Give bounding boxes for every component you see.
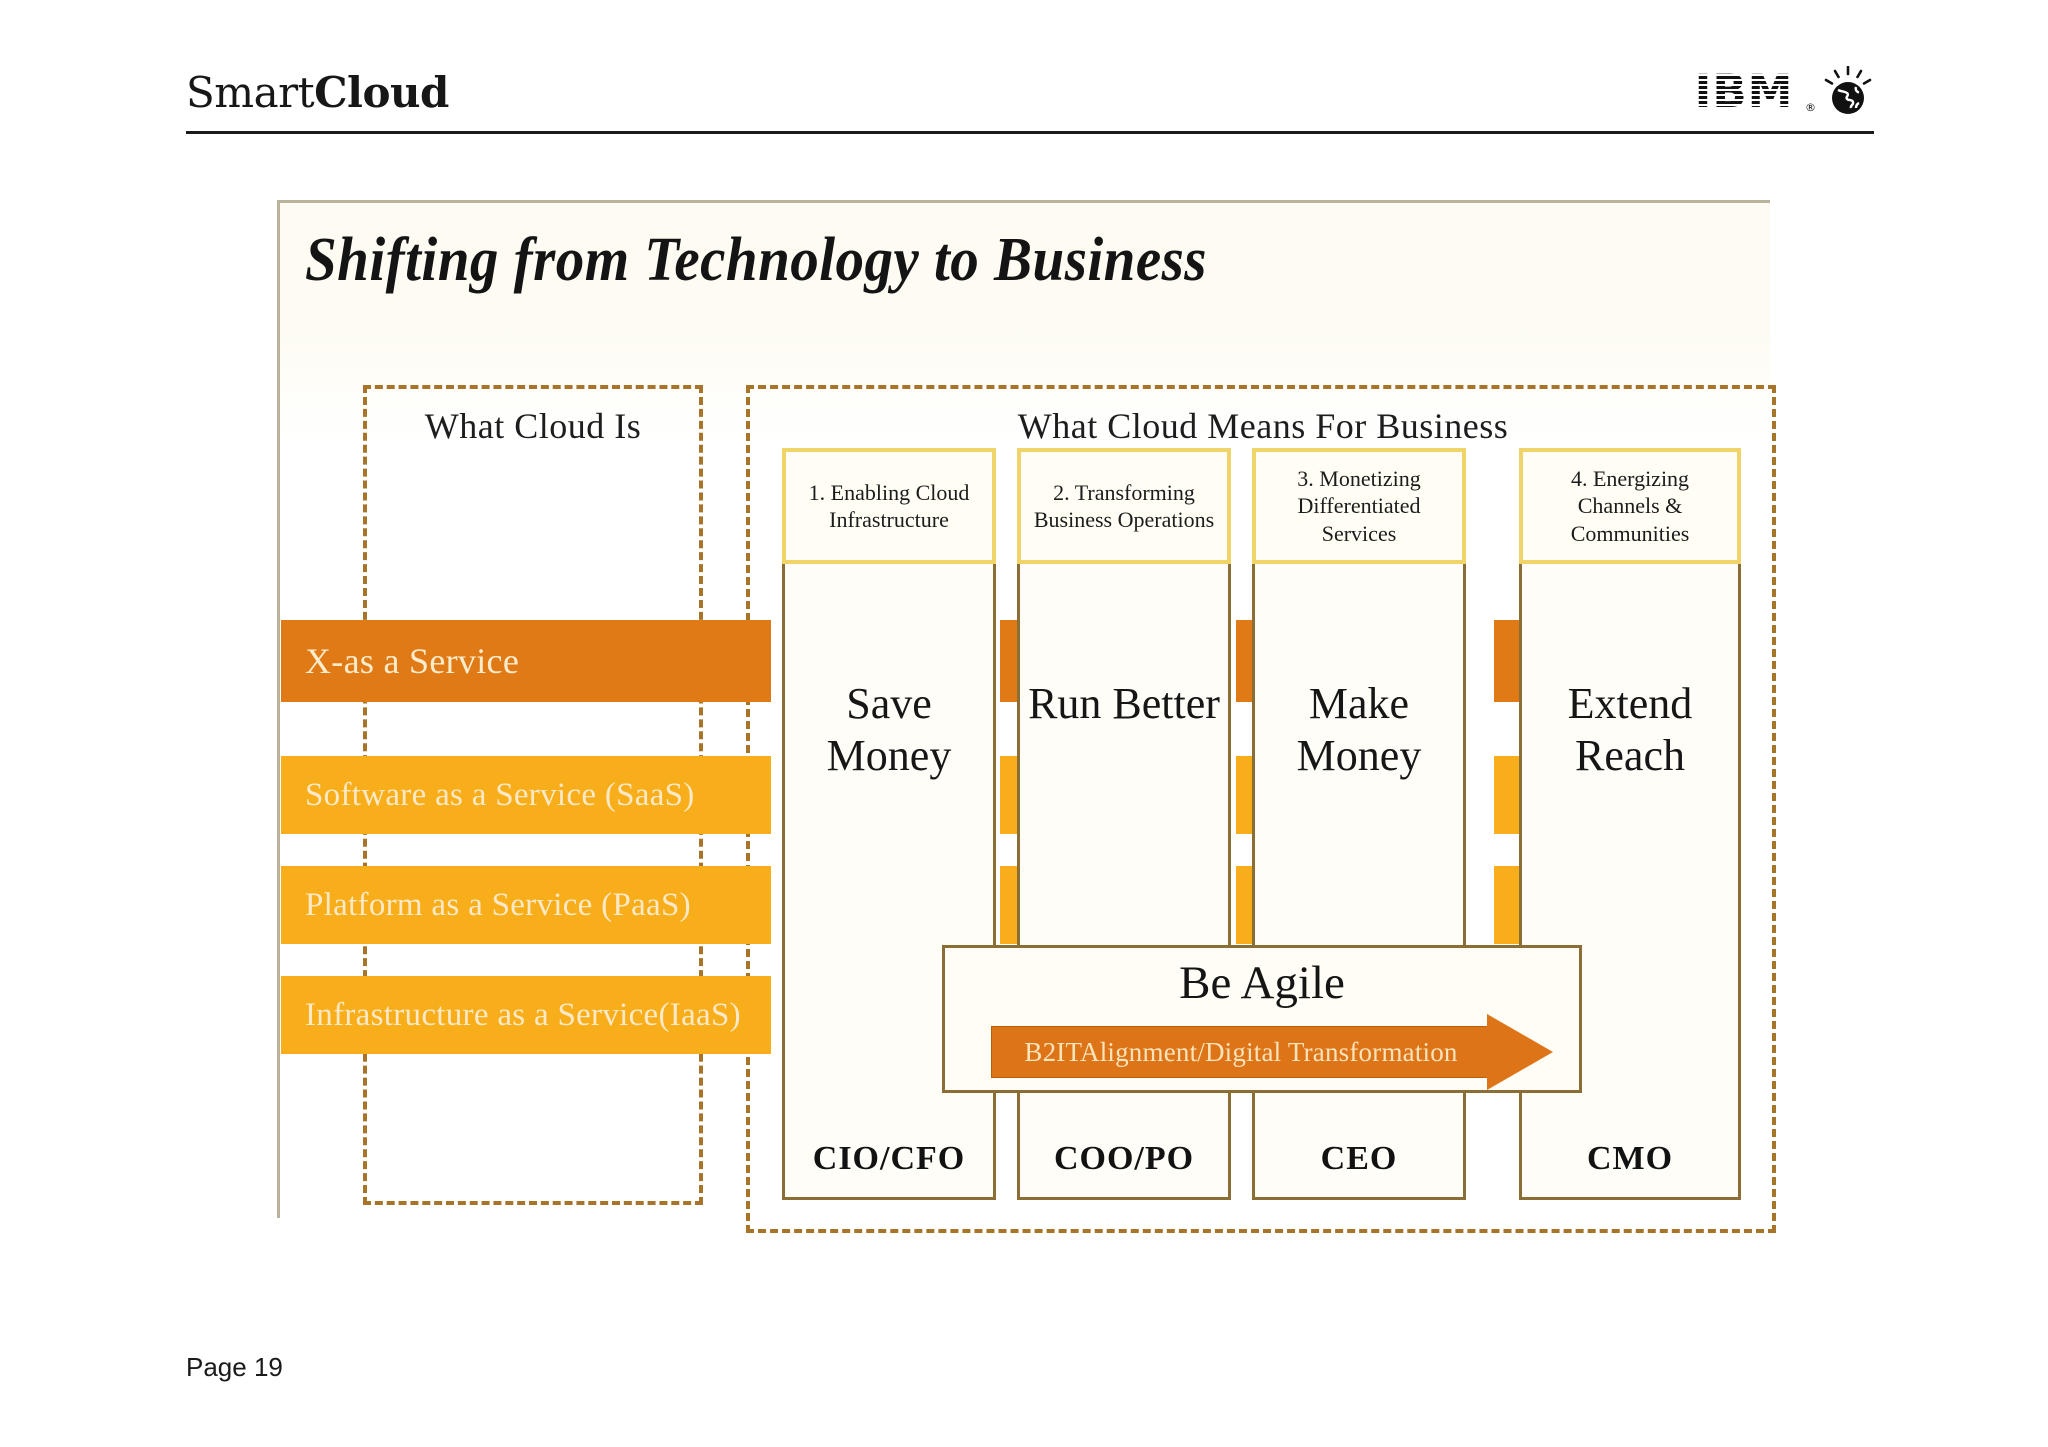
smartcloud-logo-bold-text: Cloud <box>314 68 449 117</box>
what-cloud-is-heading: What Cloud Is <box>424 406 642 446</box>
column-role-cio-cfo: CIO/CFO <box>812 1140 966 1177</box>
column-phrase-run-better: Run Better <box>1028 679 1220 728</box>
alignment-arrow-label: B2ITAlignment/Digital Transformation <box>1024 1036 1458 1067</box>
column-phrase-save-money: Save Money <box>826 679 952 780</box>
smarter-planet-globe-icon <box>1822 65 1874 118</box>
column-body <box>782 564 996 1200</box>
ibm-wordmark: IBM ® <box>1682 65 1816 118</box>
column-header-monetizing-differentiated-services: 3. Monetizing Differentiated Services <box>1252 448 1466 564</box>
column-phrase-make-money: Make Money <box>1296 679 1422 780</box>
page-header: SmartCloud IBM ® <box>0 0 2048 155</box>
smartcloud-logo: SmartCloud <box>186 68 449 117</box>
column-role-coo-po: COO/PO <box>1053 1140 1195 1177</box>
be-agile-callout: Be Agile B2ITAlignment/Digital Transform… <box>942 945 1582 1093</box>
column-phrase-extend-reach: Extend Reach <box>1567 679 1693 780</box>
ibm-registered-mark: ® <box>1805 101 1816 114</box>
column-role-cmo: CMO <box>1586 1140 1674 1177</box>
smartcloud-logo-light-text: Smart <box>186 68 315 117</box>
column-header-energizing-channels-communities: 4. Energizing Channels & Communities <box>1519 448 1741 564</box>
arrow-head-icon <box>1487 1014 1553 1090</box>
service-bar-saas: Software as a Service (SaaS) <box>281 756 771 834</box>
business-column-4: 4. Energizing Channels & Communities Ext… <box>1519 448 1741 1200</box>
ibm-logo: IBM ® <box>1682 65 1874 118</box>
alignment-arrow: B2ITAlignment/Digital Transformation <box>991 1014 1553 1090</box>
column-body <box>1017 564 1231 1200</box>
ibm-wordmark-text: IBM <box>1694 65 1794 118</box>
column-body <box>1519 564 1741 1200</box>
header-divider <box>186 131 1874 134</box>
business-column-3: 3. Monetizing Differentiated Services Ma… <box>1252 448 1466 1200</box>
page-number: Page 19 <box>186 1352 283 1382</box>
column-header-transforming-business-operations: 2. Transforming Business Operations <box>1017 448 1231 564</box>
business-column-1: 1. Enabling Cloud Infrastructure Save Mo… <box>782 448 996 1200</box>
service-bar-xaas: X-as a Service <box>281 620 771 702</box>
page-title: Shifting from Technology to Business <box>305 226 1207 294</box>
column-body <box>1252 564 1466 1200</box>
column-role-ceo: CEO <box>1320 1140 1398 1177</box>
business-column-2: 2. Transforming Business Operations Run … <box>1017 448 1231 1200</box>
service-bar-paas: Platform as a Service (PaaS) <box>281 866 771 944</box>
what-cloud-means-heading: What Cloud Means For Business <box>1017 406 1509 446</box>
arrow-shaft <box>991 1026 1491 1078</box>
service-bar-iaas: Infrastructure as a Service(IaaS) <box>281 976 771 1054</box>
column-header-enabling-cloud-infrastructure: 1. Enabling Cloud Infrastructure <box>782 448 996 564</box>
be-agile-title: Be Agile <box>1179 957 1345 1009</box>
